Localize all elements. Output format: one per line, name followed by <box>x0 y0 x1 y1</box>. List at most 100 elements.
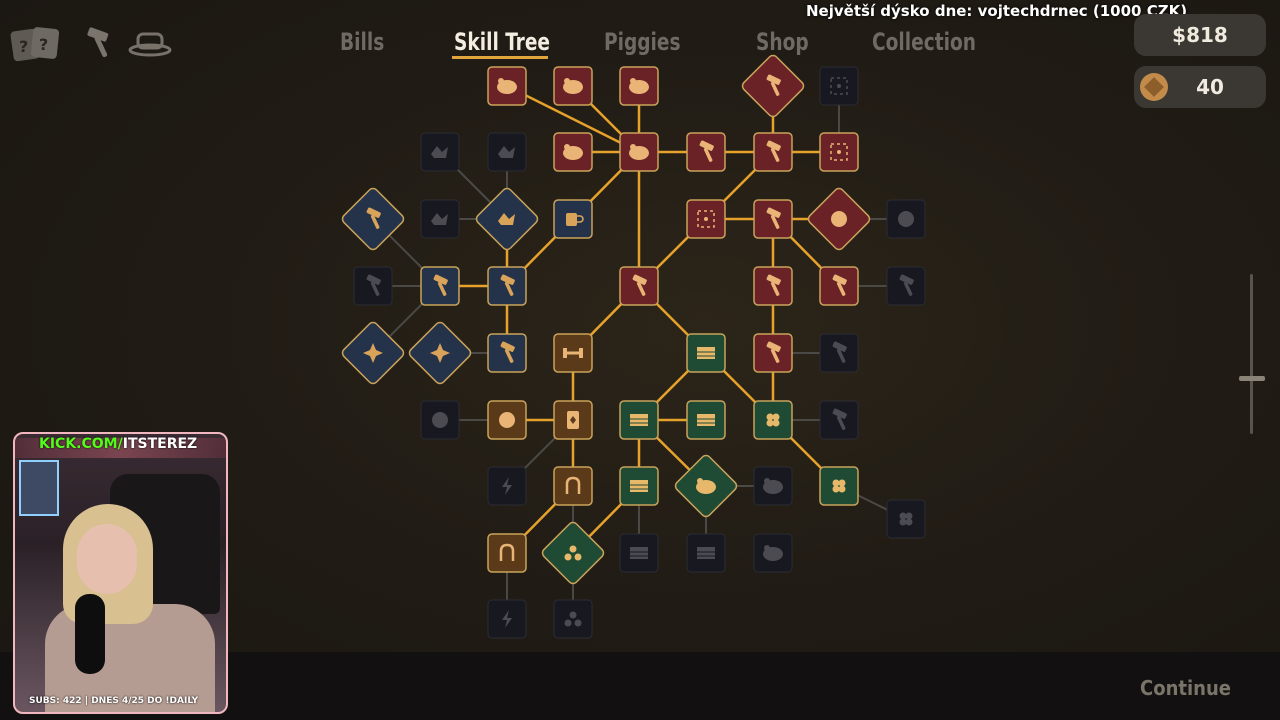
clover-icon <box>832 479 846 493</box>
tab-collection[interactable]: Collection <box>872 28 976 56</box>
skill-node-n52[interactable] <box>686 533 726 573</box>
tab-piggies[interactable]: Piggies <box>604 28 681 56</box>
skill-node-n20[interactable] <box>886 199 926 239</box>
skill-node-n1[interactable] <box>487 66 527 106</box>
piggy-icon <box>763 478 783 494</box>
skill-node-n40[interactable] <box>753 400 793 440</box>
bank-icon <box>630 547 648 559</box>
skill-node-n34[interactable] <box>819 333 859 373</box>
skill-node-n32[interactable] <box>686 333 726 373</box>
dumbbell-icon <box>563 348 583 358</box>
hammer-icon[interactable] <box>84 24 116 66</box>
skill-node-n7[interactable] <box>487 132 527 172</box>
skill-node-n33[interactable] <box>753 333 793 373</box>
gripper-icon <box>565 476 581 494</box>
wall-poster <box>19 460 59 516</box>
skill-node-n9[interactable] <box>619 132 659 172</box>
hammer-icon <box>366 207 381 229</box>
skill-node-n19[interactable] <box>806 186 871 251</box>
skill-node-n27[interactable] <box>886 266 926 306</box>
skill-node-n39[interactable] <box>686 400 726 440</box>
zoom-slider-track[interactable] <box>1250 274 1253 434</box>
skill-node-n12[interactable] <box>819 132 859 172</box>
skill-node-frame <box>487 533 527 573</box>
skill-node-n49[interactable] <box>487 533 527 573</box>
hammer-icon <box>766 140 781 162</box>
skill-node-n25[interactable] <box>819 266 859 306</box>
piggy-coins-icon <box>563 78 583 94</box>
skill-node-n23[interactable] <box>487 266 527 306</box>
skill-node-n31[interactable] <box>553 333 593 373</box>
skill-node-n54[interactable] <box>487 599 527 639</box>
skill-node-n36[interactable] <box>487 400 527 440</box>
skill-node-n30[interactable] <box>487 333 527 373</box>
skill-node-n41[interactable] <box>819 400 859 440</box>
token-count: 40 <box>1196 75 1224 99</box>
zoom-slider-thumb[interactable] <box>1239 376 1265 381</box>
skill-node-n8[interactable] <box>553 132 593 172</box>
skill-node-n38[interactable] <box>619 400 659 440</box>
skill-node-n13[interactable] <box>340 186 405 251</box>
skill-node-n28[interactable] <box>340 320 405 385</box>
burst-icon <box>430 343 450 363</box>
skill-node-n53[interactable] <box>753 533 793 573</box>
skill-node-n10[interactable] <box>686 132 726 172</box>
skill-node-n24[interactable] <box>753 266 793 306</box>
skill-edge <box>506 84 640 154</box>
skill-node-n26[interactable] <box>619 266 659 306</box>
crack-icon <box>498 213 515 225</box>
svg-text:?: ? <box>19 37 28 56</box>
piggy-coins-icon <box>563 144 583 160</box>
channel-prefix: KICK.COM/ <box>39 436 123 452</box>
webcam-overlay: KICK.COM/ITSTEREZ SUBS: 422 | DNES 4/25 … <box>13 432 228 714</box>
hammer-icon <box>699 140 714 162</box>
continue-button[interactable]: Continue <box>1140 676 1231 700</box>
skill-node-n43[interactable] <box>553 466 593 506</box>
tab-skill-tree[interactable]: Skill Tree <box>454 28 551 56</box>
sparkle-icon <box>432 412 448 428</box>
skill-node-n6[interactable] <box>420 132 460 172</box>
skill-node-n42[interactable] <box>487 466 527 506</box>
skill-node-n45[interactable] <box>673 453 738 518</box>
piggy-coins-icon <box>497 78 517 94</box>
tab-shop[interactable]: Shop <box>756 28 809 56</box>
skill-node-n46[interactable] <box>753 466 793 506</box>
clover-icon <box>899 512 913 526</box>
skill-node-n14[interactable] <box>420 199 460 239</box>
skill-node-n35[interactable] <box>420 400 460 440</box>
hammer-icon <box>766 341 781 363</box>
bills-icon <box>697 414 715 426</box>
bolt-icon <box>502 477 512 495</box>
skill-node-n17[interactable] <box>686 199 726 239</box>
piggy-coins-icon <box>629 144 649 160</box>
hammer-icon <box>632 274 647 296</box>
fist-icon <box>898 211 914 227</box>
skill-node-n15[interactable] <box>474 186 539 251</box>
hat-icon[interactable] <box>128 30 172 64</box>
skill-node-frame <box>819 466 859 506</box>
skill-node-n44[interactable] <box>619 466 659 506</box>
skill-node-n55[interactable] <box>553 599 593 639</box>
skill-node-n3[interactable] <box>619 66 659 106</box>
bank-icon <box>630 414 648 426</box>
cards-icon[interactable]: ? ? <box>10 24 74 70</box>
skill-node-n29[interactable] <box>407 320 472 385</box>
skill-node-n50[interactable] <box>540 520 605 585</box>
piggy-refresh-icon <box>629 78 649 94</box>
skill-node-n51[interactable] <box>619 533 659 573</box>
skill-node-n18[interactable] <box>753 199 793 239</box>
hammer-icon <box>366 274 381 296</box>
hammer-icon <box>433 274 448 296</box>
skill-node-n21[interactable] <box>353 266 393 306</box>
skill-node-n16[interactable] <box>553 199 593 239</box>
skill-node-n5[interactable] <box>819 66 859 106</box>
skill-node-n37[interactable] <box>553 400 593 440</box>
skill-node-n4[interactable] <box>740 53 805 118</box>
skill-node-n22[interactable] <box>420 266 460 306</box>
tab-bills[interactable]: Bills <box>340 28 385 56</box>
skill-node-n47[interactable] <box>819 466 859 506</box>
skill-node-n48[interactable] <box>886 499 926 539</box>
skill-node-n2[interactable] <box>553 66 593 106</box>
skill-node-n11[interactable] <box>753 132 793 172</box>
